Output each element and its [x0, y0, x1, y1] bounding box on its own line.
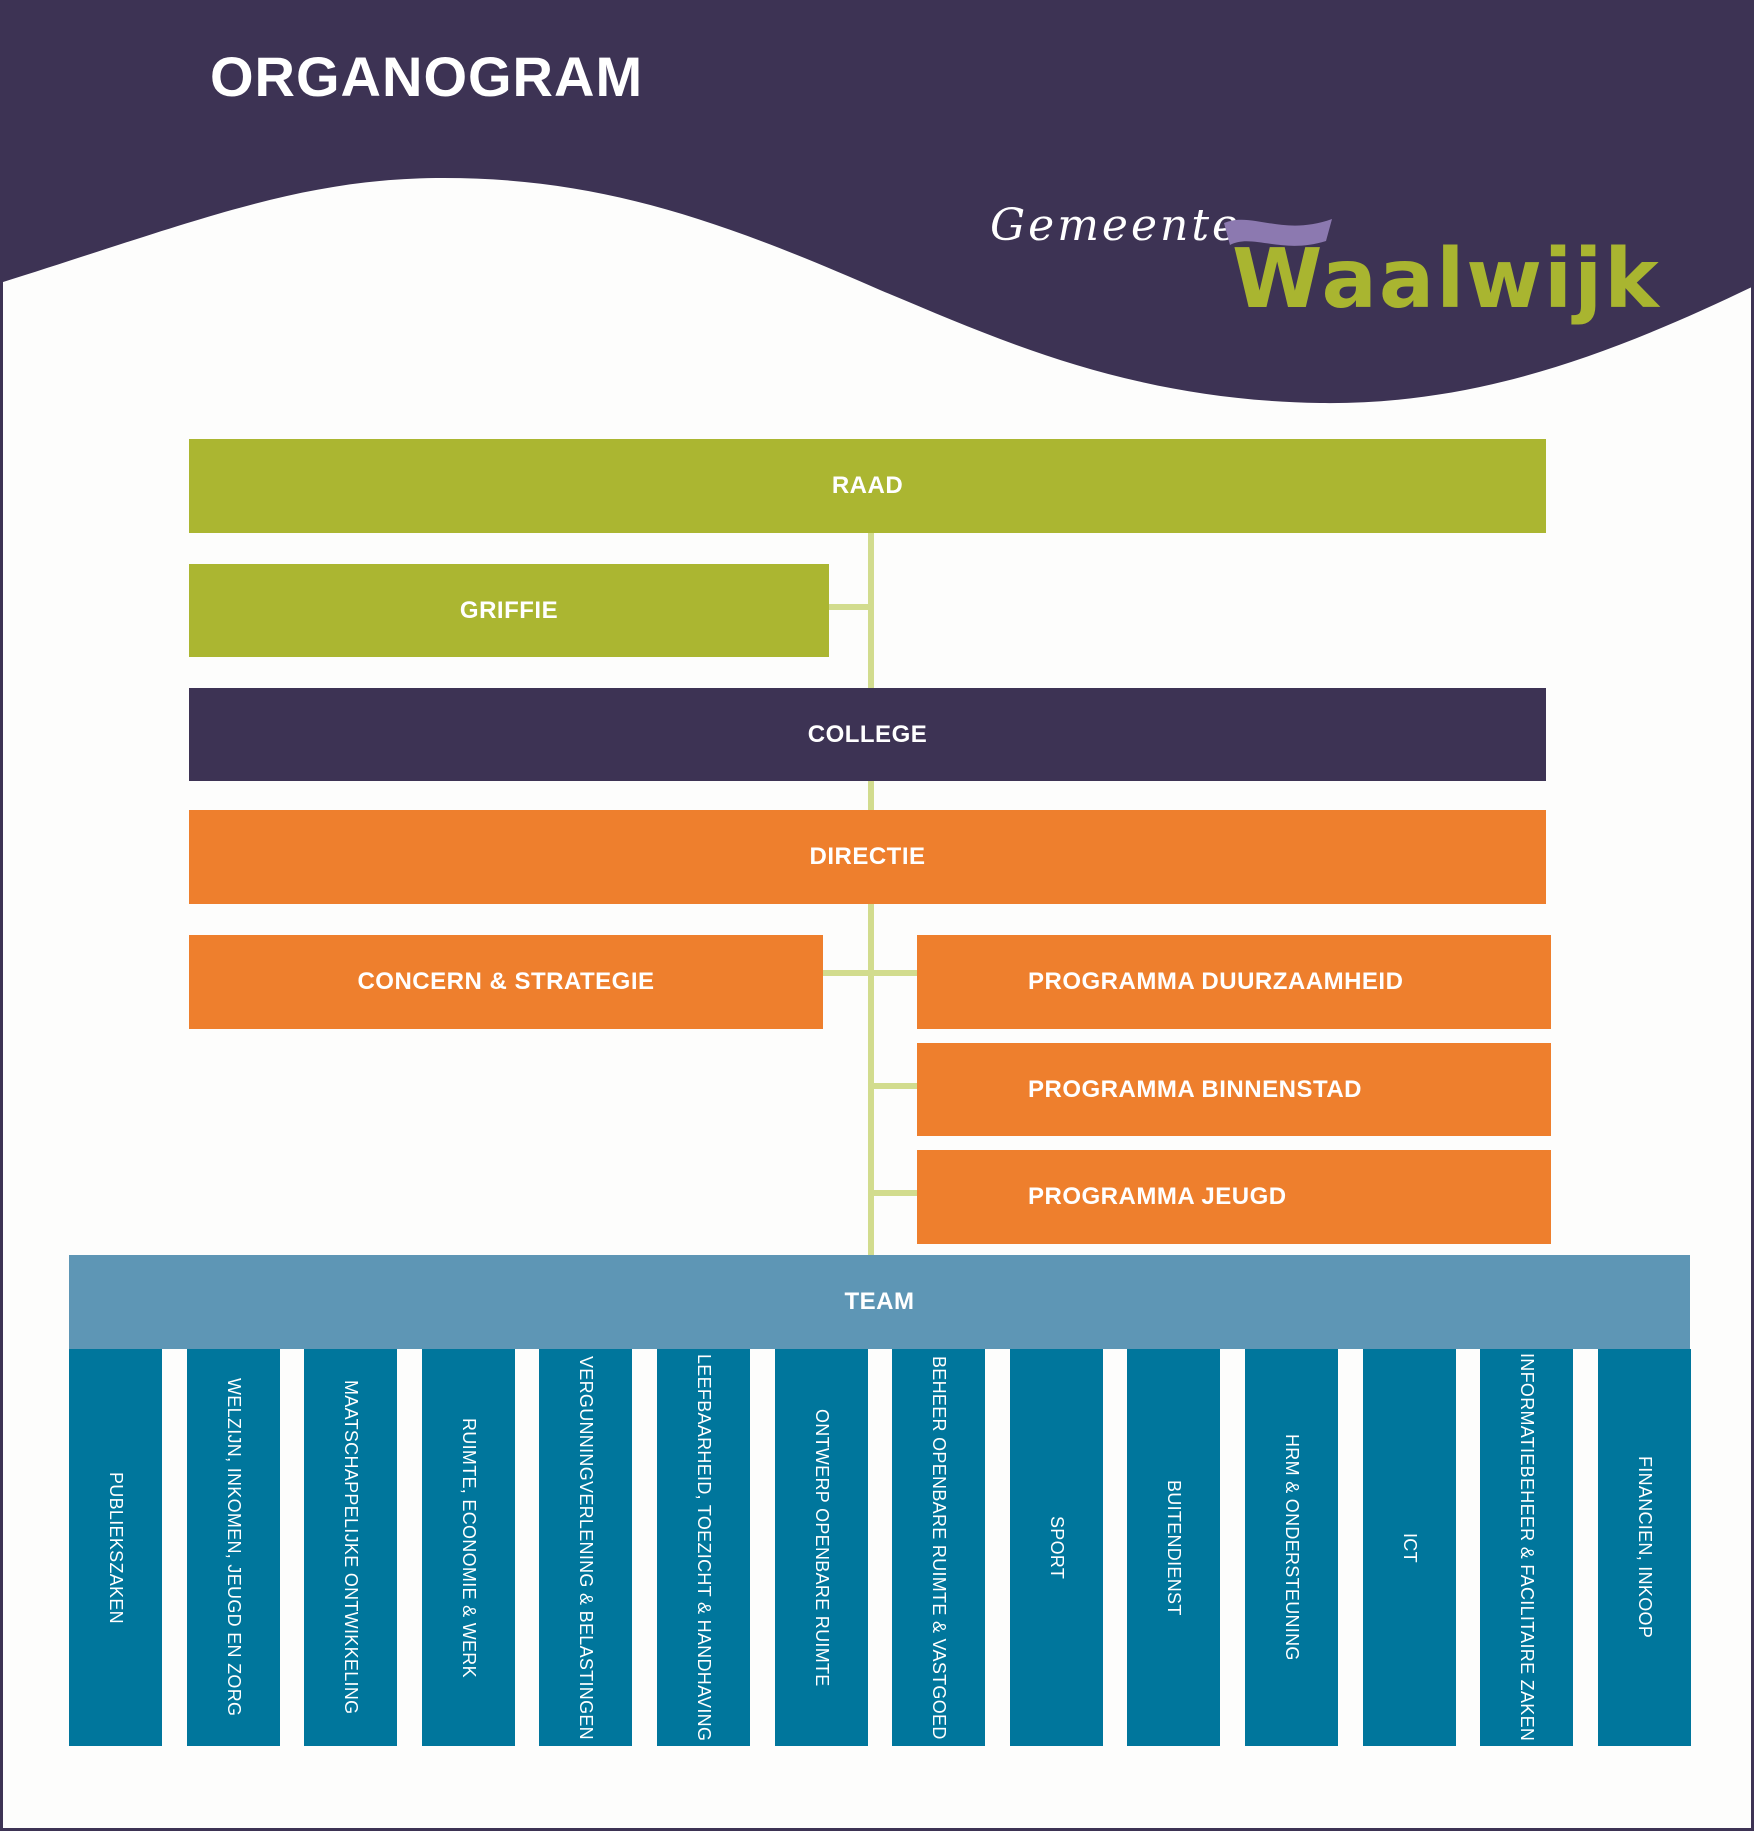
connector-binnenstad — [871, 1083, 917, 1089]
unit-label: MAATSCHAPPELIJKE ONTWIKKELING — [341, 1380, 361, 1715]
unit-box: MAATSCHAPPELIJKE ONTWIKKELING — [304, 1349, 397, 1746]
connector-griffie — [829, 604, 871, 610]
unit-box: SPORT — [1010, 1349, 1103, 1746]
unit-box: INFORMATIEBEHEER & FACILITAIRE ZAKEN — [1480, 1349, 1573, 1746]
box-griffie: GRIFFIE — [189, 564, 829, 657]
unit-label: BUITENDIENST — [1164, 1479, 1184, 1616]
unit-label: FINANCIEN, INKOOP — [1635, 1456, 1655, 1639]
box-programma-jeugd: PROGRAMMA JEUGD — [917, 1150, 1551, 1244]
unit-label: LEEFBAARHEID, TOEZICHT & HANDHAVING — [694, 1353, 714, 1742]
box-raad: RAAD — [189, 439, 1546, 533]
box-team: TEAM — [69, 1255, 1690, 1349]
logo-name: Waalwijk — [1232, 232, 1661, 327]
unit-label: SPORT — [1047, 1515, 1067, 1580]
box-programma-duurzaamheid: PROGRAMMA DUURZAAMHEID — [917, 935, 1551, 1029]
unit-label: WELZIJN, INKOMEN, JEUGD EN ZORG — [224, 1378, 244, 1717]
unit-box: VERGUNNINGVERLENING & BELASTINGEN — [539, 1349, 632, 1746]
unit-box: HRM & ONDERSTEUNING — [1245, 1349, 1338, 1746]
connector-jeugd — [871, 1190, 917, 1196]
unit-label: INFORMATIEBEHEER & FACILITAIRE ZAKEN — [1517, 1353, 1537, 1742]
unit-box: FINANCIEN, INKOOP — [1598, 1349, 1691, 1746]
logo-prefix: Gemeente — [990, 200, 1242, 251]
unit-label: VERGUNNINGVERLENING & BELASTINGEN — [576, 1355, 596, 1740]
unit-box: WELZIJN, INKOMEN, JEUGD EN ZORG — [187, 1349, 280, 1746]
unit-label: BEHEER OPENBARE RUIMTE & VASTGOED — [929, 1355, 949, 1740]
unit-box: LEEFBAARHEID, TOEZICHT & HANDHAVING — [657, 1349, 750, 1746]
unit-box: ONTWERP OPENBARE RUIMTE — [775, 1349, 868, 1746]
box-directie: DIRECTIE — [189, 810, 1546, 904]
unit-label: RUIMTE, ECONOMIE & WERK — [459, 1417, 479, 1678]
unit-label: ICT — [1400, 1532, 1420, 1563]
unit-label: HRM & ONDERSTEUNING — [1282, 1434, 1302, 1661]
box-programma-binnenstad: PROGRAMMA BINNENSTAD — [917, 1043, 1551, 1136]
box-college: COLLEGE — [189, 688, 1546, 781]
page-title: ORGANOGRAM — [210, 45, 644, 108]
header-wave-background — [0, 0, 1754, 404]
unit-box: ICT — [1363, 1349, 1456, 1746]
unit-box: BEHEER OPENBARE RUIMTE & VASTGOED — [892, 1349, 985, 1746]
unit-label: ONTWERP OPENBARE RUIMTE — [812, 1408, 832, 1687]
unit-box: BUITENDIENST — [1127, 1349, 1220, 1746]
unit-label: PUBLIEKSZAKEN — [106, 1471, 126, 1624]
box-concern-strategie: CONCERN & STRATEGIE — [189, 935, 823, 1029]
flag-icon — [1224, 219, 1332, 246]
connector-concern-programma — [823, 970, 917, 976]
unit-box: RUIMTE, ECONOMIE & WERK — [422, 1349, 515, 1746]
unit-box: PUBLIEKSZAKEN — [69, 1349, 162, 1746]
